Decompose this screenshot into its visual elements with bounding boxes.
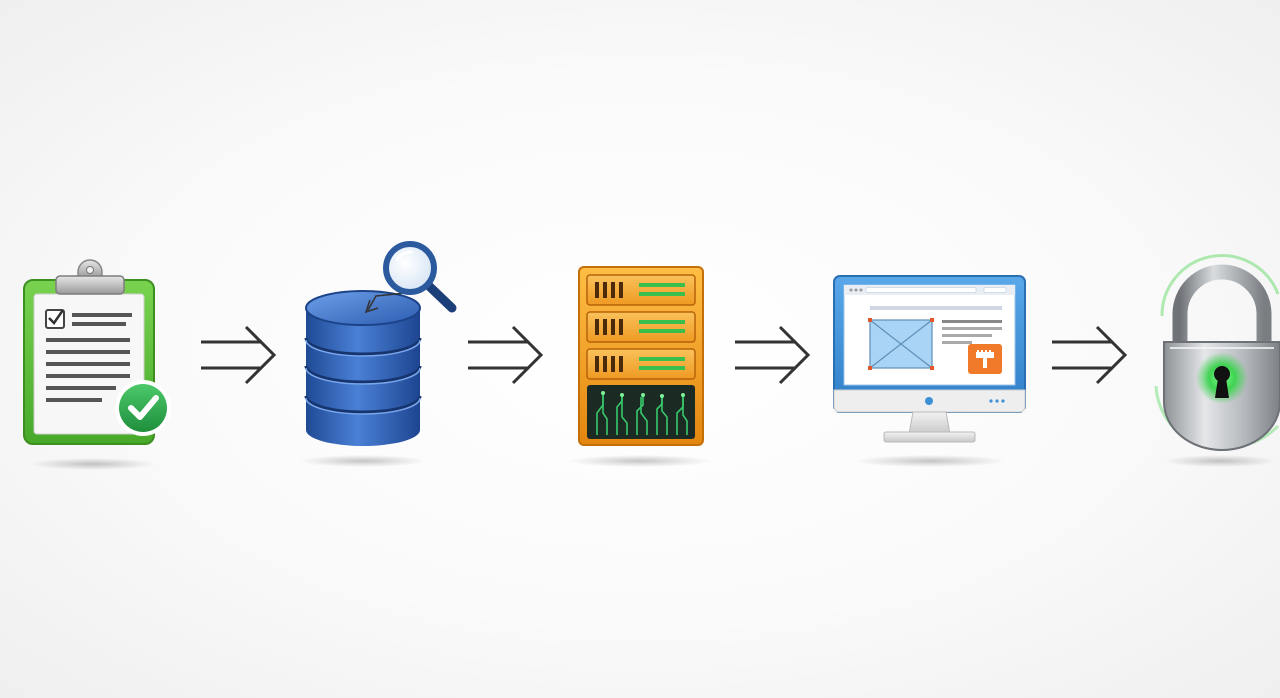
connector-arrow-2 xyxy=(467,325,547,385)
double-arrow-right-icon xyxy=(468,325,544,385)
connector-arrow-4 xyxy=(1051,325,1131,385)
double-arrow-right-icon xyxy=(201,325,277,385)
server-rack-icon xyxy=(578,266,704,446)
database-search-icon xyxy=(304,241,457,446)
padlock-icon xyxy=(1154,254,1280,451)
step-database-search xyxy=(300,240,465,450)
clipboard-checklist-icon xyxy=(23,259,171,445)
step-server-rack xyxy=(577,265,705,447)
database-shadow xyxy=(300,455,425,467)
step-padlock xyxy=(1148,254,1280,461)
connector-arrow-3 xyxy=(734,325,814,385)
connector-arrow-1 xyxy=(200,325,280,385)
server-shadow xyxy=(570,455,710,467)
double-arrow-right-icon xyxy=(1052,325,1128,385)
monitor-webpage-icon xyxy=(833,275,1026,443)
clipboard-shadow xyxy=(30,458,155,470)
step-clipboard-checklist xyxy=(20,258,180,448)
step-monitor-webpage xyxy=(832,274,1027,446)
double-arrow-right-icon xyxy=(735,325,811,385)
monitor-shadow xyxy=(855,455,1005,467)
padlock-shadow xyxy=(1165,455,1275,467)
